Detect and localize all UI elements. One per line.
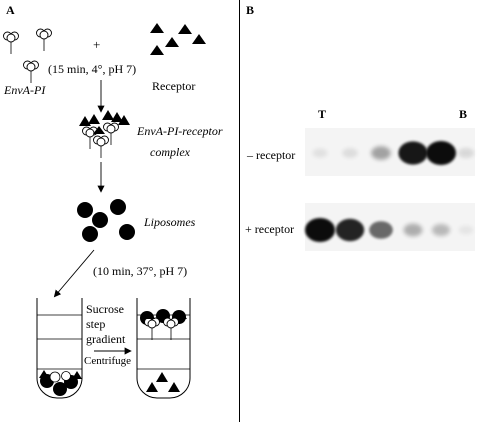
gradient-label-line2: step — [86, 317, 106, 331]
arrow-to-gradient — [53, 249, 95, 298]
complex-label-line1: EnvA-PI-receptor — [137, 124, 223, 138]
panel-divider — [239, 0, 240, 422]
bottom-fraction-marker: B — [459, 107, 468, 121]
minus-receptor-band-3 — [371, 146, 391, 160]
minus-receptor-band-4 — [398, 141, 428, 165]
panel-b-label: B — [246, 3, 255, 17]
plus-receptor-band-1 — [305, 218, 335, 242]
minus-receptor-band-5 — [426, 141, 456, 165]
step1-conditions: (15 min, 4°, pH 7) — [48, 62, 137, 76]
gradient-label-line1: Sucrose — [86, 302, 124, 316]
plus-receptor-band-5 — [432, 224, 450, 236]
minus-receptor-band-1 — [312, 148, 328, 158]
plus-receptor-band-6 — [458, 225, 474, 235]
minus-receptor-band-2 — [342, 148, 358, 158]
complex-label-line2: complex — [150, 145, 190, 159]
minus-receptor-label: – receptor — [247, 148, 296, 162]
gel-bands-plus-receptor — [305, 218, 474, 242]
minus-receptor-band-6 — [458, 148, 474, 158]
envA-pi-receptor-complex — [79, 110, 130, 159]
step2-conditions: (10 min, 37°, pH 7) — [93, 264, 188, 278]
plus-sign: + — [93, 37, 101, 52]
receptor-label: Receptor — [152, 79, 196, 93]
centrifuge-label: Centrifuge — [84, 355, 132, 367]
gel-bands-minus-receptor — [312, 141, 474, 165]
envA-pi-molecules — [3, 28, 52, 84]
plus-receptor-band-4 — [403, 223, 423, 237]
plus-receptor-label: + receptor — [245, 222, 295, 236]
gradient-label-line3: gradient — [86, 332, 126, 346]
receptor-triangles — [150, 23, 206, 55]
plus-receptor-band-3 — [369, 221, 393, 239]
tube-before-centrifuge — [36, 298, 83, 399]
panel-a-label: A — [6, 3, 15, 17]
envA-label: EnvA-PI — [4, 83, 46, 97]
liposomes — [77, 199, 135, 242]
top-fraction-marker: T — [318, 107, 327, 121]
plus-receptor-band-2 — [335, 218, 365, 242]
liposomes-label: Liposomes — [144, 215, 196, 229]
tube-after-centrifuge — [136, 298, 191, 399]
